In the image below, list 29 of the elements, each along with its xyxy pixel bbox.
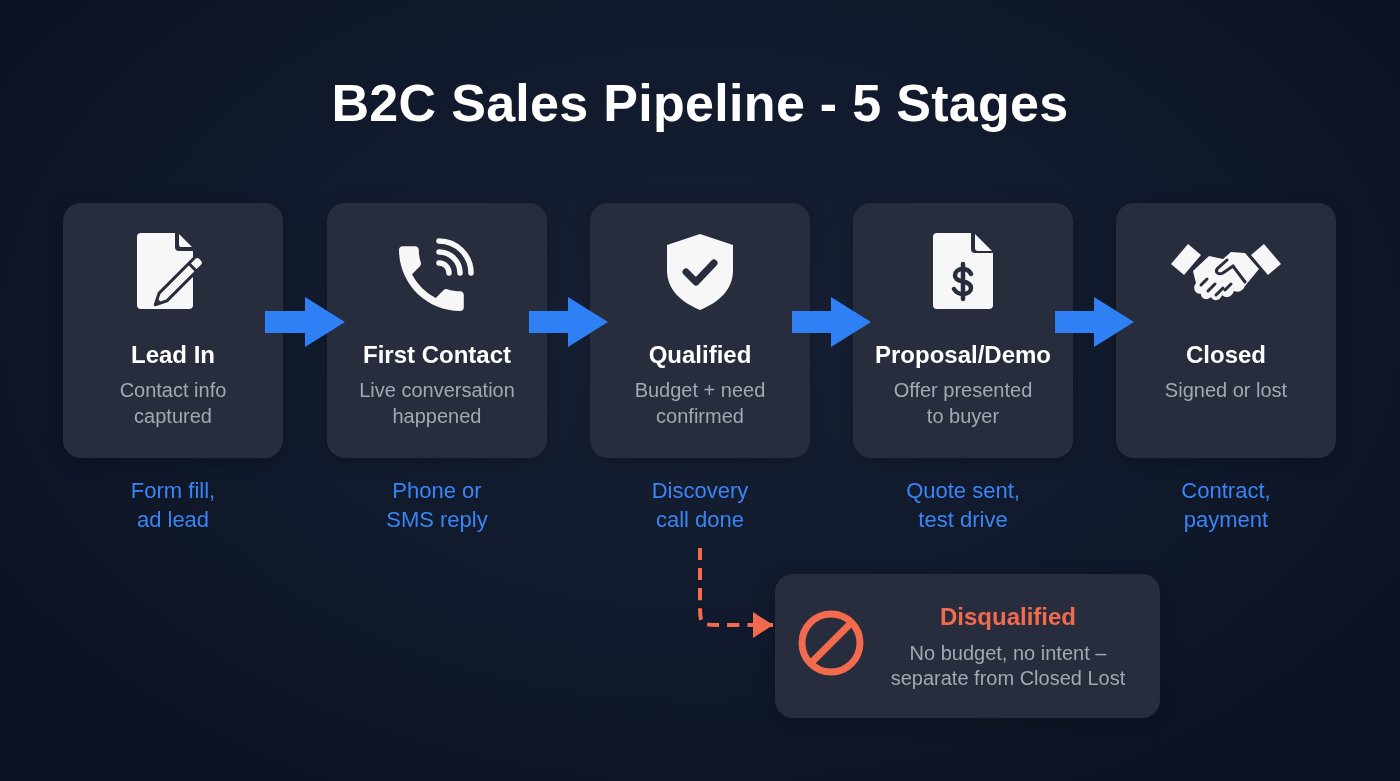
page-title: B2C Sales Pipeline - 5 Stages [331,73,1069,134]
stage-title: Proposal/Demo [875,340,1051,370]
arrow [1055,297,1134,347]
stage-card [1116,203,1336,458]
alert-description: No budget, no intent – separate from Closed Lost [889,641,1127,691]
stage-card [853,203,1073,458]
stage-card [590,203,810,458]
alert-title: Disqualified [940,602,1076,632]
stage-example: Form fill, ad lead [129,477,217,534]
stage-description: Offer presented to buyer [892,378,1034,429]
stage-description: Live conversation happened [358,378,516,429]
stage-description: Contact info captured [118,378,228,429]
stage-example: Discovery call done [650,477,750,534]
stage-example: Phone or SMS reply [385,477,489,534]
stage-title: Closed [1186,340,1266,370]
stage-description: Signed or lost [1164,378,1288,403]
stage-title: Qualified [648,340,752,370]
arrow [792,297,871,347]
stage-description: Budget + need confirmed [633,378,767,429]
arrow [265,297,345,347]
stage-card [63,203,283,458]
dashed-arrow [698,548,773,638]
stage-title: First Contact [363,340,511,370]
stage-example: Contract, payment [1180,477,1272,534]
alert-card [775,574,1160,718]
stage-card [327,203,547,458]
stage-title: Lead In [131,340,215,370]
arrow [529,297,608,347]
stage-example: Quote sent, test drive [905,477,1021,534]
